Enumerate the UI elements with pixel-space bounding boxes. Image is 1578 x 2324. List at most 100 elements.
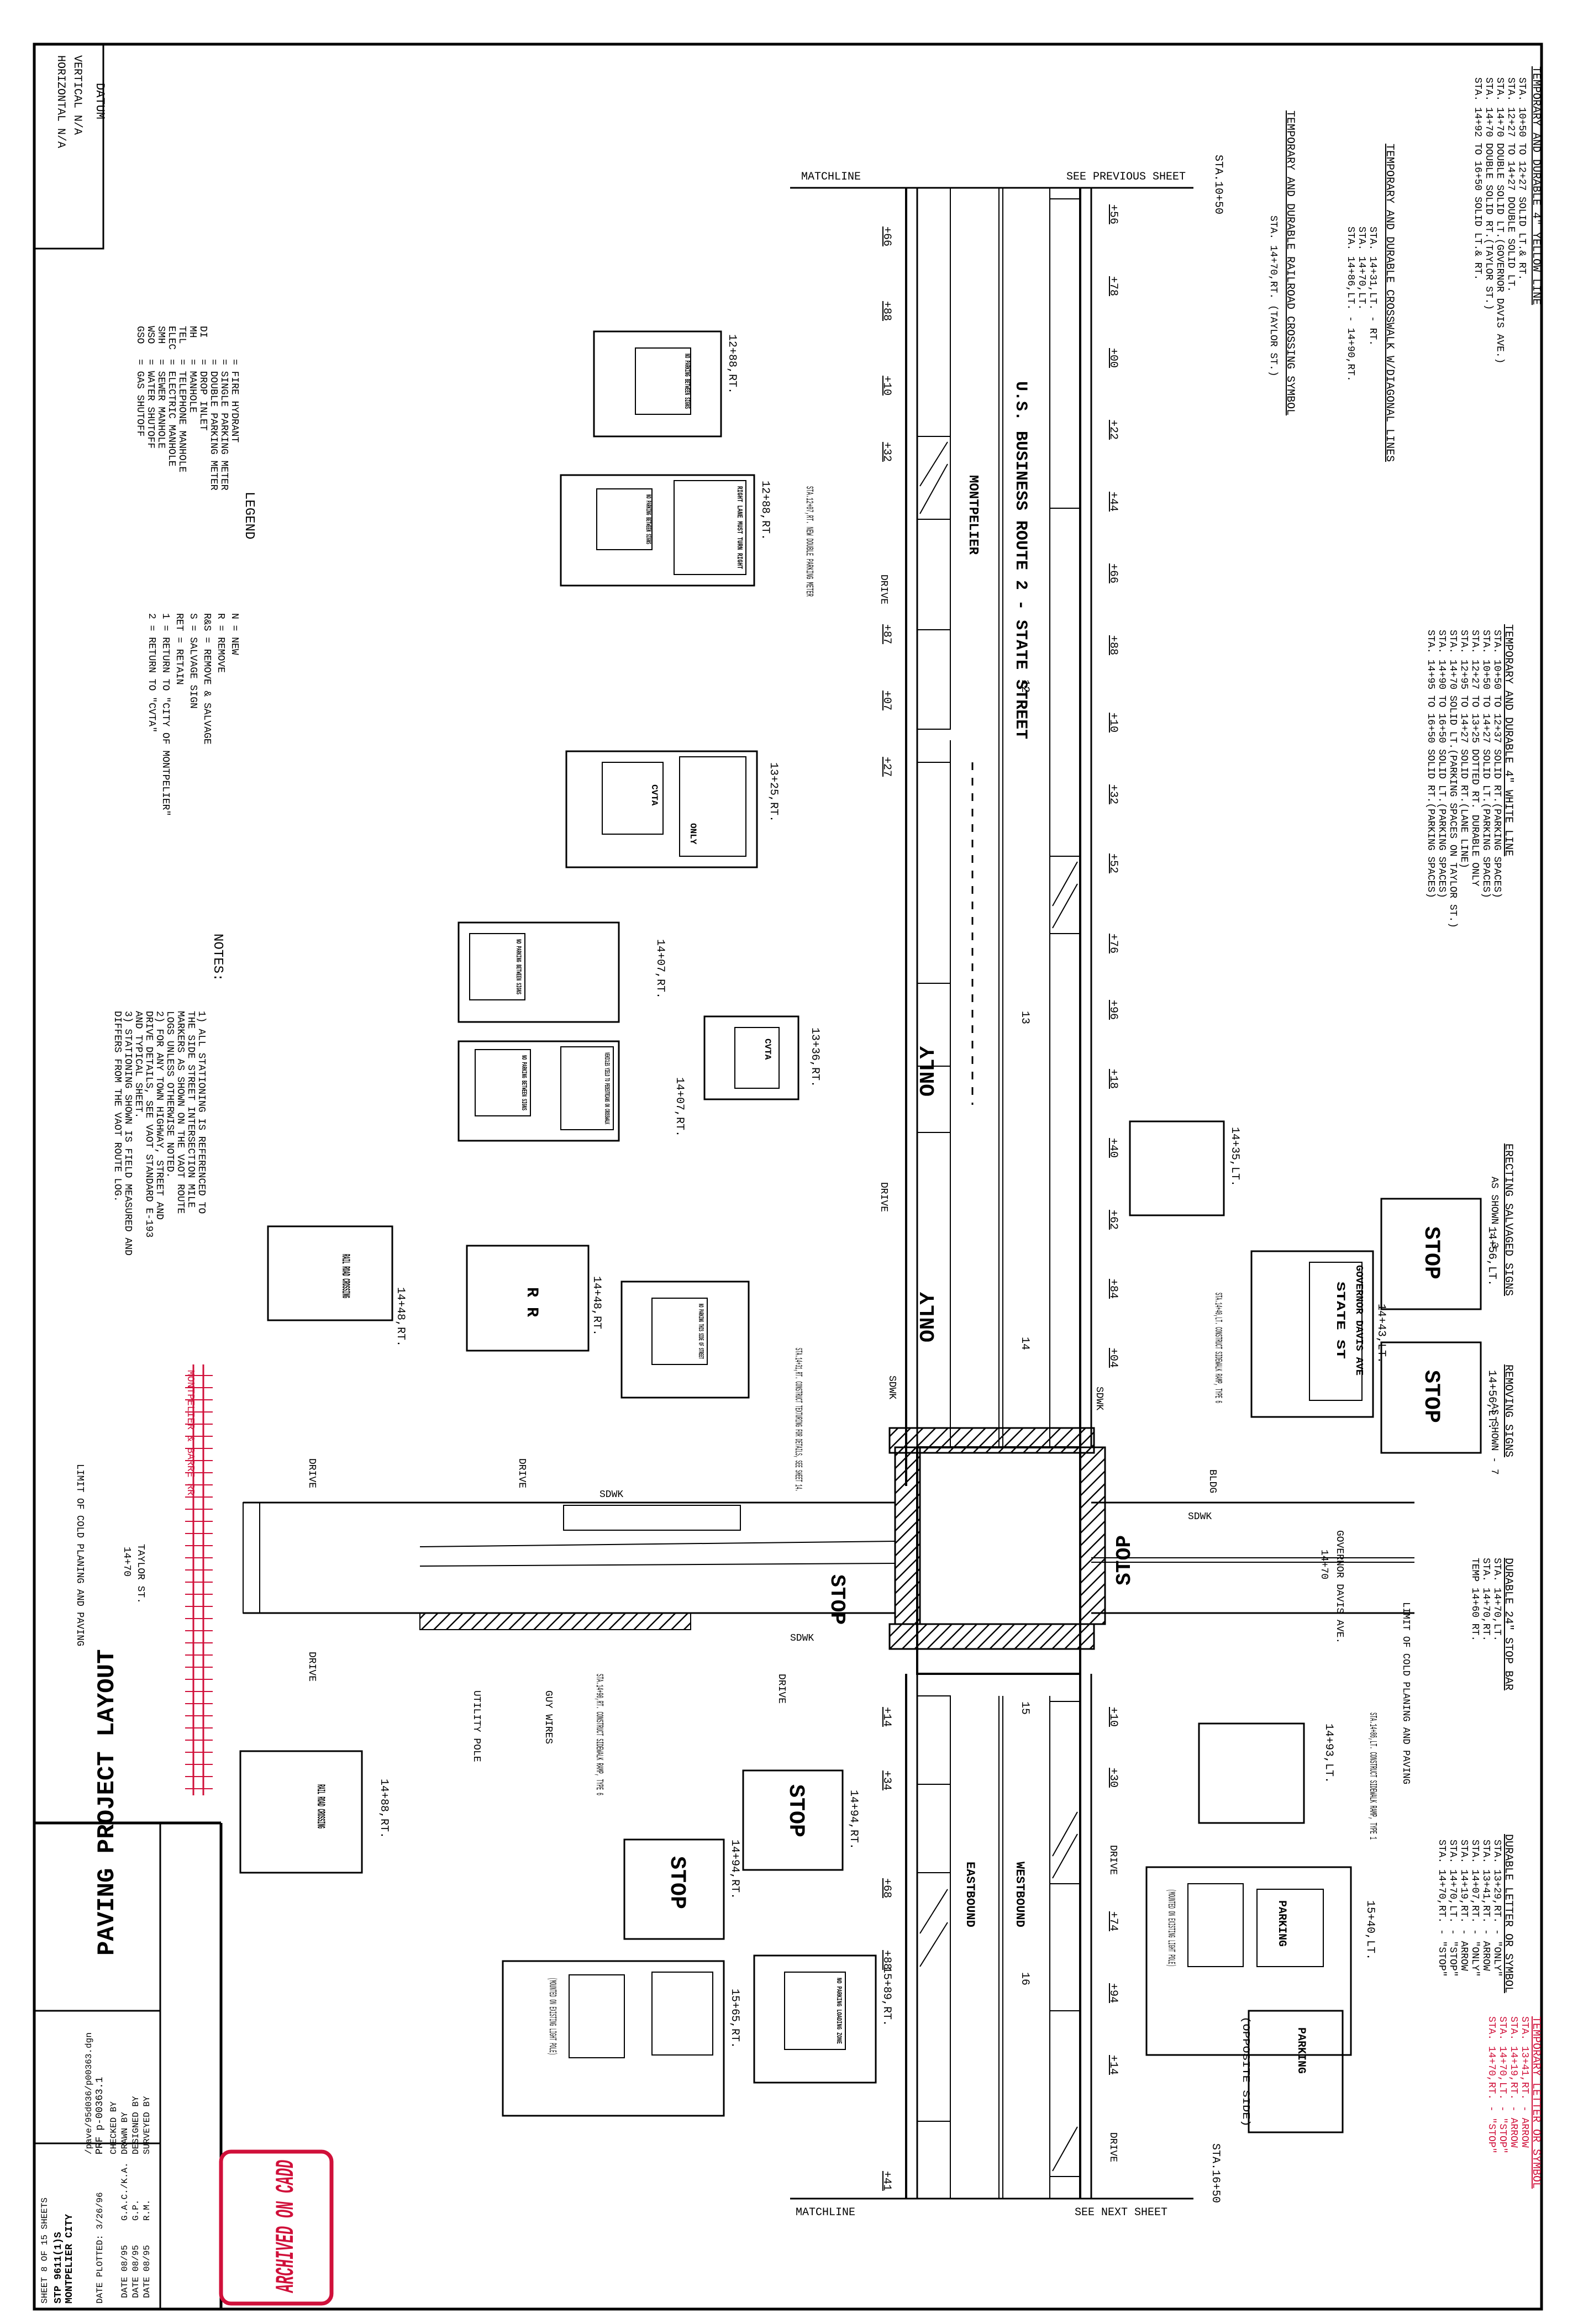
station-tick-left: +14 <box>880 1707 893 1727</box>
file-no: /pave/95d036/p00363.dgn <box>84 2032 94 2154</box>
sign-rr-text: R R <box>522 1287 541 1317</box>
date-1: DATE 08/95 <box>142 2245 152 2298</box>
sign-station-ref: 14+56,LT. <box>1485 1370 1498 1430</box>
sign-station-ref: 13+36,RT. <box>808 1027 821 1087</box>
sign-mounted-text: (MOUNTED ON EXISTING LIGHT POLE) <box>546 1978 557 2055</box>
station-tick-right: +84 <box>1107 1279 1119 1299</box>
sign-stop-14-56-remove: STOP 14+56,LT. <box>1380 1341 1498 1454</box>
sign-parking-opposite: PARKING (OPPOSITE SIDE) <box>1240 2010 1344 2133</box>
notes-line: DRIVE DETAILS, SEE VAOT STANDARD E-193 <box>143 1011 154 1237</box>
sign-station-ref: 14+48,RT. <box>590 1276 603 1336</box>
station-tick-left: +27 <box>880 757 893 777</box>
sign-mounted-text: (MOUNTED ON EXISTING LIGHT POLE) <box>1165 1889 1176 1967</box>
sign-face <box>674 480 746 575</box>
governor-davis-sta: 14+70 <box>1318 1550 1329 1579</box>
legend-code: 1 = RETURN TO "CITY OF MONTPELIER" <box>160 613 171 816</box>
legend-code: RET = RETAIN <box>173 613 185 685</box>
removing-line: AS SHOWN - 7 <box>1488 1403 1500 1475</box>
sign-rail-crossing-14-88-frame <box>239 1750 363 1874</box>
archived-stamp: ARCHIVED ON CADD <box>219 2149 334 2306</box>
sign-railroad-crossing-text: RAIL ROAD CROSSING <box>314 1784 327 1828</box>
station-major: 15 <box>1018 1701 1031 1715</box>
governor-davis-label: GOVERNOR DAVIS AVE. <box>1334 1530 1345 1643</box>
limit-paving-right: LIMIT OF COLD PLANING AND PAVING <box>1400 1602 1411 1784</box>
drive-label-7: DRIVE <box>516 1458 527 1488</box>
legend-item: = DOUBLE PARKING METER <box>208 359 219 491</box>
legend-code: R = REMOVE <box>215 613 226 673</box>
sign-parking-face <box>1256 1889 1324 1967</box>
sign-light-face <box>1187 1883 1244 1967</box>
sign-no-parking-text: NO PARKING BETWEEN SIGNS <box>514 939 523 994</box>
sta-14-86-callout: STA.14+86,LT. CONSTRUCT SIDEWALK RAMP, T… <box>1367 1712 1378 1840</box>
legend-item: = FIRE HYDRANT <box>229 359 240 442</box>
sign-only-face <box>679 756 746 857</box>
datum-horizontal: HORIZONTAL N/A <box>54 55 67 148</box>
station-tick-left: +41 <box>880 2171 893 2191</box>
station-tick-right: +52 <box>1107 853 1119 873</box>
sign-parking-text: PARKING <box>1295 2027 1307 2074</box>
station-major: 12 <box>1018 679 1031 693</box>
stop_bar-title: DURABLE 24" STOP BAR <box>1502 1558 1514 1690</box>
sign-street-face <box>1309 1262 1363 1401</box>
legend-symbol: WSO <box>145 326 156 344</box>
sign-rr-14-48-frame <box>466 1245 590 1352</box>
station-tick-right: +14 <box>1107 2055 1119 2075</box>
sign-yield-text: VEHICLES YIELD TO PEDESTRIANS ON CROSSWA… <box>603 1052 611 1124</box>
station-tick-right: +32 <box>1107 784 1119 804</box>
durable_letter-line: STA. 14+70,RT. - "STOP" <box>1436 1840 1447 1977</box>
sign-yield-14-07-frame <box>457 1040 620 1142</box>
station-tick-right: +56 <box>1107 204 1119 224</box>
station-tick-right: +74 <box>1107 1911 1119 1931</box>
legend-code: 2 = RETURN TO "CVTA" <box>146 613 157 732</box>
sign-opposite-text: (OPPOSITE SIDE) <box>1240 2016 1251 2127</box>
legend-code: N = NEW <box>229 613 240 655</box>
station-tick-left: +68 <box>880 1878 893 1898</box>
sign-stop-text: STOP <box>1418 1370 1443 1423</box>
sign-ped-14-35-frame <box>1129 1120 1225 1216</box>
sign-no-parking-12-88-frame <box>593 330 722 438</box>
durable_letter-line: STA. 13+29,RT. - "ONLY" <box>1491 1840 1502 1977</box>
sign-no-parking-text: NO PARKING BETWEEN SIGNS <box>644 494 653 544</box>
sign-ped-14-07-frame <box>457 921 620 1023</box>
crosswalk-line: STA. 14+70,LT. <box>1356 226 1367 310</box>
sign-parking-15-40: PARKING(MOUNTED ON EXISTING LIGHT POLE)1… <box>1145 1866 1376 2056</box>
durable_letter-line: STA. 14+70,LT. - "STOP" <box>1447 1840 1458 1977</box>
stop_bar-line: STA. 14+70,RT. <box>1480 1558 1491 1641</box>
station-tick-right: +66 <box>1107 563 1119 583</box>
crosswalk-south <box>888 1623 1095 1650</box>
legend-item: = GAS SHUTOFF <box>134 359 145 436</box>
sign-no-parking-side-text: NO PARKING THIS SIDE OF STREET <box>697 1304 705 1359</box>
matchline-top: MATCHLINE <box>801 171 861 183</box>
station-tick-right: +10 <box>1107 1707 1119 1727</box>
sign-station-ref: 14+94,RT. <box>847 1790 860 1849</box>
sdwk-label-2: SDWK <box>790 1633 814 1644</box>
station-tick-left: +34 <box>880 1770 893 1790</box>
yellow_line-line: STA. 10+50 TO 12+27 SOLID LT.& RT. <box>1516 77 1527 280</box>
sign-street-14-43-frame <box>1250 1250 1374 1418</box>
station-tick-right: +94 <box>1107 1983 1119 2003</box>
drive-label-2: DRIVE <box>878 1182 889 1212</box>
legend-symbol: TEL <box>176 326 187 344</box>
date-plotted: DATE PLOTTED: 3/26/96 <box>95 2192 105 2304</box>
station-tick-left: +66 <box>880 226 893 246</box>
durable_letter-line: STA. 14+19,RT. - ARROW <box>1458 1840 1469 1971</box>
sheet-number: SHEET 8 OF 15 SHEETS <box>40 2197 50 2304</box>
legend-symbol: GSO <box>134 326 145 344</box>
sdwk-label-1: SDWK <box>599 1489 623 1500</box>
legend: LEGEND= FIRE HYDRANT= SINGLE PARKING MET… <box>134 326 256 816</box>
sign-station-ref: 14+94,RT. <box>728 1840 741 1899</box>
sign-station-ref: 14+48,RT. <box>394 1287 407 1347</box>
notes-line: DIFFERS FROM THE VAOT ROUTE LOG. <box>112 1011 123 1202</box>
see-previous-sheet: SEE PREVIOUS SHEET <box>1066 171 1186 183</box>
project-name: MONTPELIER CITY <box>64 2214 75 2304</box>
sign-face-2 <box>596 488 653 550</box>
sign-rail-crossing-14-48-frame <box>267 1225 393 1321</box>
notes-line: 1) ALL STATIONING IS REFERENCED TO <box>196 1011 207 1214</box>
sign-cvta-text: CVTA <box>762 1039 772 1060</box>
drive-label-4: DRIVE <box>1107 1845 1118 1875</box>
sign-station-ref: 14+35,LT. <box>1228 1127 1241 1187</box>
date-3: DATE 08/95 <box>120 2245 130 2298</box>
station-tick-right: +04 <box>1107 1348 1119 1368</box>
